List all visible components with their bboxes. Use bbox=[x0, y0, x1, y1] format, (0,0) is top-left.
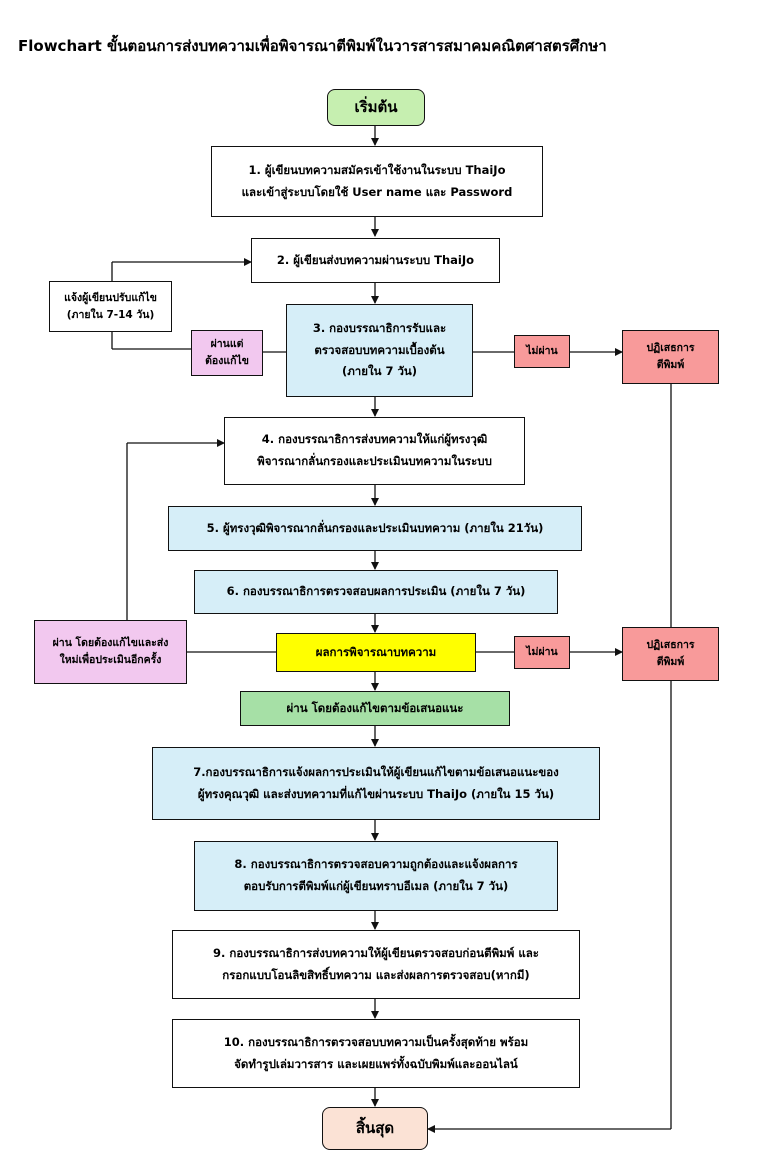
node-fail1: ไม่ผ่าน bbox=[514, 335, 570, 368]
node-step6: 6. กองบรรณาธิการตรวจสอบผลการประเมิน (ภาย… bbox=[194, 570, 558, 614]
node-step9: 9. กองบรรณาธิการส่งบทความให้ผู้เขียนตรวจ… bbox=[172, 930, 580, 999]
node-end: สิ้นสุด bbox=[322, 1107, 428, 1150]
page-title: Flowchart ขั้นตอนการส่งบทความเพื่อพิจารณ… bbox=[18, 37, 607, 55]
node-step2: 2. ผู้เขียนส่งบทความผ่านระบบ ThaiJo bbox=[251, 238, 500, 283]
node-step1: 1. ผู้เขียนบทความสมัครเข้าใช้งานในระบบ T… bbox=[211, 146, 543, 217]
node-decision: ผลการพิจารณาบทความ bbox=[276, 633, 476, 672]
node-reject1: ปฏิเสธการตีพิมพ์ bbox=[622, 330, 719, 384]
node-step5: 5. ผู้ทรงวุฒิพิจารณากลั่นกรองและประเมินบ… bbox=[168, 506, 582, 551]
node-reject2: ปฏิเสธการตีพิมพ์ bbox=[622, 627, 719, 681]
node-step3: 3. กองบรรณาธิการรับและตรวจสอบบทความเบื้อ… bbox=[286, 304, 473, 397]
node-pass-resubmit: ผ่าน โดยต้องแก้ไขและส่งใหม่เพื่อประเมินอ… bbox=[34, 620, 187, 684]
node-pass-but-revise: ผ่านแต่ต้องแก้ไข bbox=[191, 330, 263, 376]
node-start: เริ่มต้น bbox=[327, 89, 425, 126]
node-step8: 8. กองบรรณาธิการตรวจสอบความถูกต้องและแจ้… bbox=[194, 841, 558, 911]
node-notify-revise: แจ้งผู้เขียนปรับแก้ไข(ภายใน 7-14 วัน) bbox=[49, 281, 172, 332]
node-pass-with-revision: ผ่าน โดยต้องแก้ไขตามข้อเสนอแนะ bbox=[240, 691, 510, 726]
node-fail2: ไม่ผ่าน bbox=[514, 636, 570, 669]
node-step4: 4. กองบรรณาธิการส่งบทความให้แก่ผู้ทรงวุฒ… bbox=[224, 417, 525, 485]
node-step10: 10. กองบรรณาธิการตรวจสอบบทความเป็นครั้งส… bbox=[172, 1019, 580, 1088]
node-step7: 7.กองบรรณาธิการแจ้งผลการประเมินให้ผู้เขี… bbox=[152, 747, 600, 820]
